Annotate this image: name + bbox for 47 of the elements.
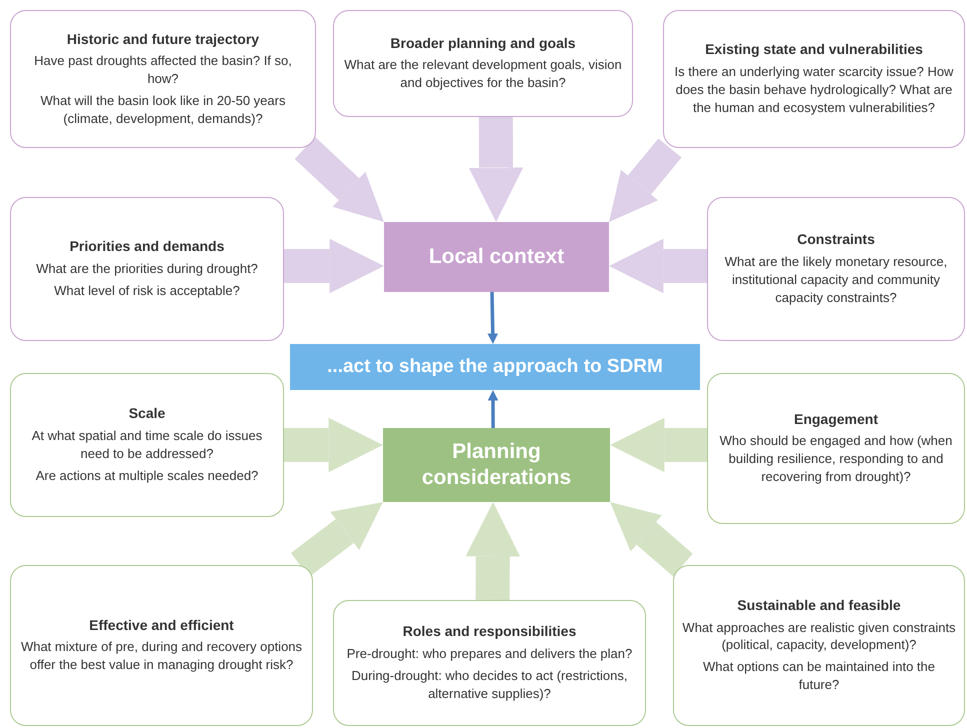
question-card <box>10 565 313 726</box>
card-heading: Engagement <box>794 410 878 428</box>
block-arrow <box>290 502 383 577</box>
block-arrow <box>468 117 524 222</box>
question-text: What mixture of pre, during and recovery options offer the best value in managing drought risk? <box>20 638 304 674</box>
card-heading: Existing state and vulnerabilities <box>705 41 923 59</box>
question-card <box>663 10 965 148</box>
question-text: Have past droughts affected the basin? If so, how? <box>33 52 293 88</box>
question-text: During-drought: who decides to act (restrictions, alternative supplies)? <box>350 666 628 703</box>
question-text: Who should be engaged and how (when building resilience, responding to and recovering from drought)? <box>718 432 954 486</box>
card-heading: Broader planning and goals <box>390 34 576 52</box>
card-heading: Roles and responsibilities <box>402 623 576 641</box>
question-card <box>673 565 965 726</box>
question-text: Are actions at multiple scales needed? <box>36 466 258 485</box>
question-text: What are the relevant development goals, vision and objectives for the basin? <box>343 56 623 92</box>
question-text: Is there an underlying water scarcity issue? How does the basin behave hydrologically? What are the human and ecosystem vulnerabilities? <box>674 62 954 117</box>
question-text: At what spatial and time scale do issues need to be addressed? <box>30 426 264 463</box>
card-heading: Effective and efficient <box>89 616 234 634</box>
card-heading: Constraints <box>797 231 875 249</box>
question-text: What are the likely monetary resource, institutional capacity and community capacity constraints? <box>724 252 948 307</box>
center-box: Local context <box>384 222 609 292</box>
center-box: Planning considerations <box>383 428 610 502</box>
question-text: What level of risk is acceptable? <box>54 282 240 300</box>
block-arrow <box>466 502 520 600</box>
question-card <box>10 373 284 517</box>
question-text: Pre-drought: who prepares and delivers the plan? <box>346 644 632 663</box>
question-card <box>707 373 965 524</box>
card-heading: Priorities and demands <box>70 238 224 256</box>
card-heading: Scale <box>128 405 166 423</box>
card-heading: Sustainable and feasible <box>737 597 901 614</box>
question-card <box>333 600 646 726</box>
question-card <box>333 10 633 117</box>
question-text: What will the basin look like in 20-50 years (climate, development, demands)? <box>40 92 286 128</box>
block-arrow <box>284 418 383 472</box>
question-card <box>10 197 284 341</box>
block-arrow <box>284 238 384 294</box>
question-text: What approaches are realistic given constraints (political, capacity, development)? <box>682 618 956 654</box>
card-heading: Historic and future trajectory <box>66 30 260 48</box>
question-card <box>707 197 965 341</box>
question-text: What options can be maintained into the future? <box>702 658 936 694</box>
question-text: What are the priorities during drought? <box>36 260 258 278</box>
arrow <box>488 390 498 428</box>
block-arrow <box>610 418 707 472</box>
block-arrow <box>609 238 707 294</box>
question-card <box>10 10 316 148</box>
center-box: ...act to shape the approach to SDRM <box>290 344 700 390</box>
arrow <box>488 292 498 344</box>
